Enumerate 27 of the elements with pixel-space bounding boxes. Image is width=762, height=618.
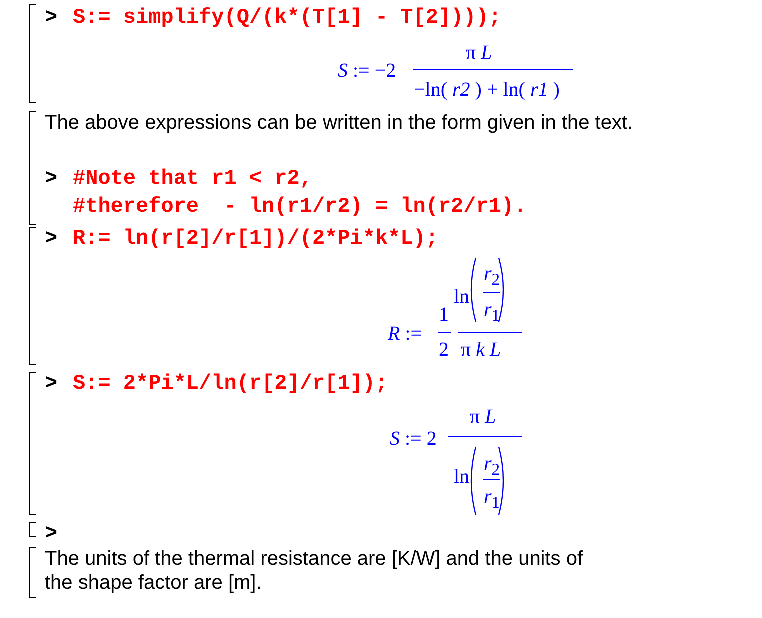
math-expression: 1 <box>439 303 449 327</box>
math-expression: S := 2 <box>390 427 437 451</box>
math-expression: 2 <box>439 338 449 362</box>
math-expression: π L <box>466 41 492 65</box>
math-expression: r$_{1}$ <box>484 485 500 513</box>
prompt-symbol: > <box>45 6 58 32</box>
text-paragraph: The above expressions can be written in the form given in the text. <box>45 111 634 135</box>
math-expression: π k L <box>461 338 502 362</box>
math-expression: r$_{2}$ <box>484 262 500 290</box>
math-expression: ln <box>454 285 470 309</box>
prompt-symbol: > <box>45 372 58 398</box>
text-paragraph: The units of the thermal resistance are [K/W] and the units of the shape factor are [m]. <box>45 547 584 595</box>
prompt-symbol: > <box>45 227 58 252</box>
math-expression: S := −2 <box>338 59 396 83</box>
code-comment: #therefore - ln(r1/r2) = ln(r2/r1). <box>73 195 527 220</box>
prompt-symbol: > <box>45 167 58 192</box>
math-expression: r$_{1}$ <box>484 298 500 326</box>
code-line: S:= 2*Pi*L/ln(r[2]/r[1]); <box>73 372 388 398</box>
math-expression: r$_{2}$ <box>484 452 500 480</box>
math-expression: ln <box>454 465 470 489</box>
math-expression: −ln( r2 ) + ln( r1 ) <box>414 78 560 102</box>
code-comment: #Note that r1 < r2, <box>73 167 312 192</box>
code-line: R:= ln(r[2]/r[1])/(2*Pi*k*L); <box>73 227 438 252</box>
math-expression: π L <box>470 405 496 429</box>
code-line: S:= simplify(Q/(k*(T[1] - T[2]))); <box>73 6 502 32</box>
math-expression: R := <box>388 322 422 346</box>
prompt-symbol: > <box>45 522 58 548</box>
